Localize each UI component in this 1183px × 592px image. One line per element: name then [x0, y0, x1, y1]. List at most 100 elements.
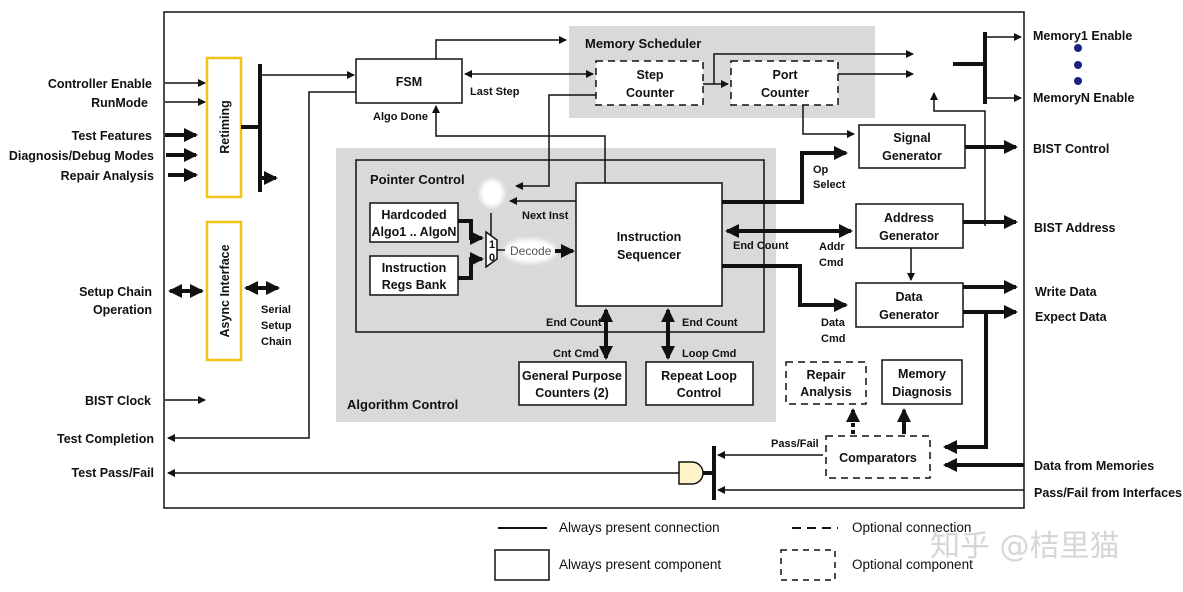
port-counter-label-2: Counter: [761, 86, 809, 100]
legend-always-connection: Always present connection: [559, 520, 720, 535]
wire-step-to-pointer: [515, 94, 596, 190]
data-generator-label-1: Data: [895, 290, 923, 304]
legend-solid-box: [494, 549, 550, 581]
next-inst-cloud: [480, 179, 504, 207]
data-generator-label-2: Generator: [879, 308, 939, 322]
input-label-runmode: RunMode: [91, 96, 148, 110]
hardcoded-label-2: Algo1 .. AlgoN: [372, 225, 457, 239]
async-interface-block: [205, 220, 243, 362]
decode-cloud: [504, 239, 556, 263]
legend-optional-component: Optional component: [852, 557, 973, 572]
legend-always-component: Always present component: [559, 557, 721, 572]
ellipsis-dot-3: [1074, 77, 1082, 85]
pointer-control-group: [355, 159, 765, 333]
wire-op-select: [722, 146, 848, 204]
memory-diagnosis-label-2: Diagnosis: [892, 385, 952, 399]
instruction-regs-label-1: Instruction: [382, 261, 447, 275]
input-label-diagnosis-debug: Diagnosis/Debug Modes: [9, 149, 154, 163]
next-inst-label: Next Inst: [522, 210, 569, 222]
last-step-label: Last Step: [470, 86, 520, 98]
step-counter-label-1: Step: [636, 68, 663, 82]
end-count-left-label: End Count: [546, 317, 602, 329]
port-counter-label-1: Port: [773, 68, 799, 82]
input-label-pass-fail-interfaces: Pass/Fail from Interfaces: [1034, 486, 1182, 500]
wire-port-to-signal-gen: [802, 105, 855, 138]
controller-boundary: [163, 11, 1025, 509]
memory-diagnosis-label-1: Memory: [898, 367, 946, 381]
repeat-loop-control-block: [645, 361, 754, 406]
instruction-sequencer-label-1: Instruction: [617, 230, 682, 244]
signal-generator-label-1: Signal: [893, 131, 931, 145]
ellipsis-dot-1: [1074, 44, 1082, 52]
memory-diagnosis-block: [881, 359, 963, 405]
pointer-control-title: Pointer Control: [370, 172, 465, 187]
memory-select-cloud: [916, 33, 950, 90]
wire-fsm-to-scheduler: [435, 36, 567, 59]
output-label-write-data: Write Data: [1035, 285, 1098, 299]
retiming-label: Retiming: [218, 100, 232, 153]
output-label-test-completion: Test Completion: [57, 432, 154, 446]
data-cmd-label-1: Data: [821, 317, 846, 329]
ellipsis-dot-2: [1074, 61, 1082, 69]
loop-cmd-label: Loop Cmd: [682, 348, 736, 360]
input-label-repair-analysis: Repair Analysis: [61, 169, 154, 183]
signal-generator-block: [858, 124, 966, 169]
output-label-bist-control: BIST Control: [1033, 142, 1109, 156]
wire-data-cmd: [722, 264, 848, 312]
step-counter-label-2: Counter: [626, 86, 674, 100]
data-cmd-label-2: Cmd: [821, 333, 845, 345]
gp-counters-label-2: Counters (2): [535, 386, 609, 400]
op-select-label-2: Select: [813, 179, 846, 191]
input-label-controller-enable: Controller Enable: [48, 77, 152, 91]
wire-regs-to-mux: [458, 252, 484, 280]
general-purpose-counters-block: [518, 361, 627, 406]
async-interface-label: Async Interface: [218, 244, 232, 337]
address-generator-block: [855, 203, 964, 249]
decode-label: Decode: [510, 244, 552, 258]
hardcoded-label-1: Hardcoded: [381, 208, 446, 222]
pass-fail-label: Pass/Fail: [771, 438, 819, 450]
wire-address-to-cloud: [930, 92, 986, 226]
address-generator-label-2: Generator: [879, 229, 939, 243]
fsm-label: FSM: [396, 75, 422, 89]
left-inputs: Controller Enable RunMode Test Features …: [9, 77, 154, 480]
data-generator-block: [855, 282, 964, 328]
and-gate: [678, 461, 704, 485]
hardcoded-algo-block: [369, 202, 459, 243]
repeat-loop-label-1: Repeat Loop: [661, 369, 737, 383]
retiming-block: [205, 56, 243, 199]
serial-setup-label-2: Setup: [261, 320, 292, 332]
comparators-label: Comparators: [839, 451, 917, 465]
serial-setup-label-1: Serial: [261, 304, 291, 316]
instruction-sequencer-block: [575, 182, 723, 307]
signal-generator-label-2: Generator: [882, 149, 942, 163]
algorithm-control-title: Algorithm Control: [347, 397, 458, 412]
input-label-test-features: Test Features: [72, 129, 152, 143]
instruction-regs-label-2: Regs Bank: [382, 278, 447, 292]
repair-analysis-block: [785, 361, 867, 405]
output-label-memoryn-enable: MemoryN Enable: [1033, 91, 1134, 105]
fsm-block: [355, 58, 463, 104]
gp-counters-label-1: General Purpose: [522, 369, 622, 383]
serial-setup-label-3: Chain: [261, 336, 292, 348]
mux-block: [485, 230, 498, 269]
input-label-data-from-memories: Data from Memories: [1034, 459, 1154, 473]
input-label-bist-clock: BIST Clock: [85, 394, 151, 408]
cnt-cmd-label: Cnt Cmd: [553, 348, 599, 360]
instruction-sequencer-label-2: Sequencer: [617, 248, 681, 262]
output-label-expect-data: Expect Data: [1035, 310, 1108, 324]
wire-algo-done: [432, 105, 606, 183]
comparators-block: [825, 435, 931, 479]
step-counter-block: [595, 60, 704, 106]
input-label-setup-chain-1: Setup Chain: [79, 285, 152, 299]
wire-step-to-cloud: [713, 50, 914, 84]
port-counter-block: [730, 60, 839, 106]
watermark: 知乎 @桔里猫: [930, 529, 1120, 564]
wire-test-completion: [167, 91, 356, 442]
algo-done-label: Algo Done: [373, 111, 428, 123]
addr-cmd-label-1: Addr: [819, 241, 845, 253]
output-label-memory1-enable: Memory1 Enable: [1033, 29, 1132, 43]
wire-hardcoded-to-mux: [458, 219, 484, 245]
mux-label-1: 1: [489, 239, 495, 251]
